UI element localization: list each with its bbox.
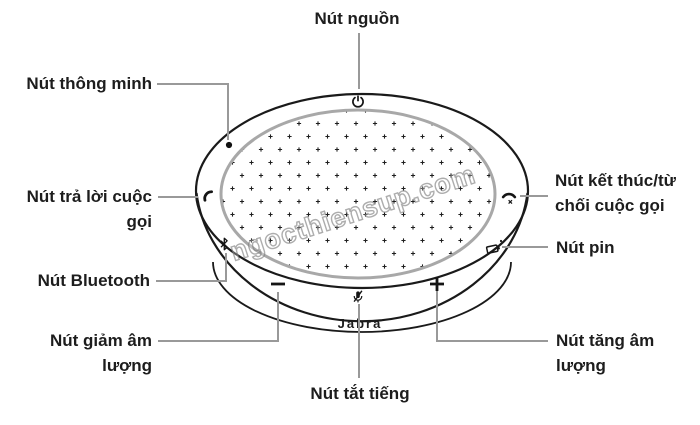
leader-lines: [156, 33, 548, 378]
volume-up-leader-line: [436, 291, 548, 342]
plus-icon: [430, 277, 444, 291]
volume-down-leader-line: [158, 292, 279, 342]
label-battery-button: Nút pin: [556, 238, 615, 257]
power-icon: [352, 95, 364, 108]
battery-icon: [485, 239, 503, 254]
label-answer-call-line2: gọi: [126, 212, 153, 231]
smart-leader-line: [157, 83, 229, 140]
bluetooth-leader-line: [156, 253, 227, 282]
label-volume-down-button: Nút giảm âm lượng: [50, 328, 152, 378]
label-answer-call-line1: Nút trả lời cuộc: [26, 187, 152, 206]
label-power-button: Nút nguồn: [314, 9, 400, 28]
label-volume-up-line1: Nút tăng âm: [556, 331, 655, 350]
label-mute-button: Nút tắt tiếng: [310, 384, 410, 403]
label-answer-call-button: Nút trả lời cuộc gọi: [27, 184, 152, 234]
smart-button-dot: [225, 141, 233, 149]
battery-indicator-dot: [499, 239, 503, 243]
label-end-call-line1: Nút kết thúc/từ: [555, 171, 676, 190]
mute-mic-icon: [353, 290, 363, 303]
label-end-call-button: Nút kết thúc/từ chối cuộc gọi: [555, 168, 676, 218]
device-top-outline: [194, 92, 530, 290]
device-bottom-rim: [212, 261, 512, 333]
bluetooth-icon: [220, 237, 228, 251]
device-side-wall: [195, 192, 529, 323]
label-bluetooth-button: Nút Bluetooth: [37, 271, 150, 290]
label-smart-button: Nút thông minh: [26, 74, 152, 93]
speaker-grille: [219, 108, 497, 280]
end-call-icon: [501, 192, 517, 205]
label-volume-up-button: Nút tăng âm lượng: [556, 328, 654, 378]
label-volume-down-line2: lượng: [102, 356, 152, 375]
answer-call-icon: [203, 190, 213, 202]
label-end-call-line2: chối cuộc gọi: [555, 196, 665, 215]
label-volume-down-line1: Nút giảm âm: [49, 331, 152, 350]
label-volume-up-line2: lượng: [556, 356, 606, 375]
